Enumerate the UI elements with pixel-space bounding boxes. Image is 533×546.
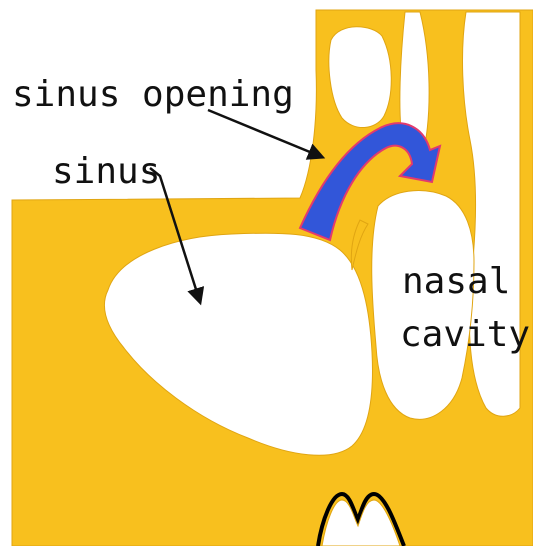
label-sinus: sinus [52,151,160,192]
label-nasal: nasal [402,261,510,302]
label-sinus-opening: sinus opening [12,74,294,115]
label-cavity: cavity [400,314,530,355]
pointer-arrow-sinus-opening [208,110,322,157]
upper-air-cell [329,27,391,128]
nasal-cavity [372,191,474,420]
